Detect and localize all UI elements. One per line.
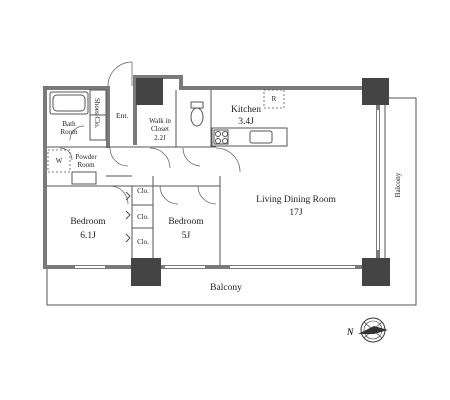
column-bottom-center xyxy=(131,258,161,286)
shoes-closet xyxy=(89,89,107,141)
walk-in-closet-label-line2: Closet xyxy=(151,125,169,133)
washer xyxy=(47,149,71,173)
closet-label-2: Clo. xyxy=(137,213,149,221)
entrance-label: Ent. xyxy=(116,111,128,120)
kitchen-size: 3.4J xyxy=(238,117,254,127)
walk-in-closet-label-line1: Walk in xyxy=(149,117,171,125)
windows xyxy=(75,110,379,268)
kitchen-label: Kitchen xyxy=(231,105,261,115)
interior-doors xyxy=(59,125,241,205)
closet-hatch xyxy=(125,191,131,243)
column-bottom-right xyxy=(362,258,390,286)
powder-sink xyxy=(71,171,97,185)
bath-room-label-line2: Room xyxy=(60,128,78,136)
walk-in-closet-size: 2.2J xyxy=(154,134,166,142)
bedroom2-size: 5J xyxy=(182,231,191,241)
bedroom1-size: 6.1J xyxy=(80,231,96,241)
entrance-door xyxy=(107,61,133,87)
bedroom1-label: Bedroom xyxy=(70,217,106,227)
north-label: N xyxy=(346,327,354,337)
powder-room-label-line2: Room xyxy=(77,161,95,169)
compass: N xyxy=(346,317,388,343)
bathtub xyxy=(49,91,89,115)
balcony-bottom-label: Balcony xyxy=(210,283,242,293)
column-top-center xyxy=(136,78,163,105)
shoes-closet-label: Shoes Clo. xyxy=(93,98,101,129)
balcony-right-label: Balcony xyxy=(393,172,402,197)
refrigerator-mark: R xyxy=(272,95,277,103)
powder-room-label-line1: Powder xyxy=(75,153,97,161)
structural-columns xyxy=(131,78,390,286)
closet-label-1: Clo. xyxy=(137,187,149,195)
interior-walls xyxy=(47,90,221,265)
column-top-right xyxy=(362,78,389,105)
toilet xyxy=(190,101,204,127)
closet-label-3: Clo. xyxy=(137,238,149,246)
bedroom2-label: Bedroom xyxy=(168,217,204,227)
living-dining-size: 17J xyxy=(289,208,303,218)
balcony-outline xyxy=(46,97,417,306)
refrigerator xyxy=(263,89,285,109)
living-dining-label: Living Dining Room xyxy=(256,195,336,205)
bath-room-label-line1: Bath xyxy=(62,120,76,128)
kitchen-counter xyxy=(211,127,288,147)
washer-mark: W xyxy=(56,157,63,165)
